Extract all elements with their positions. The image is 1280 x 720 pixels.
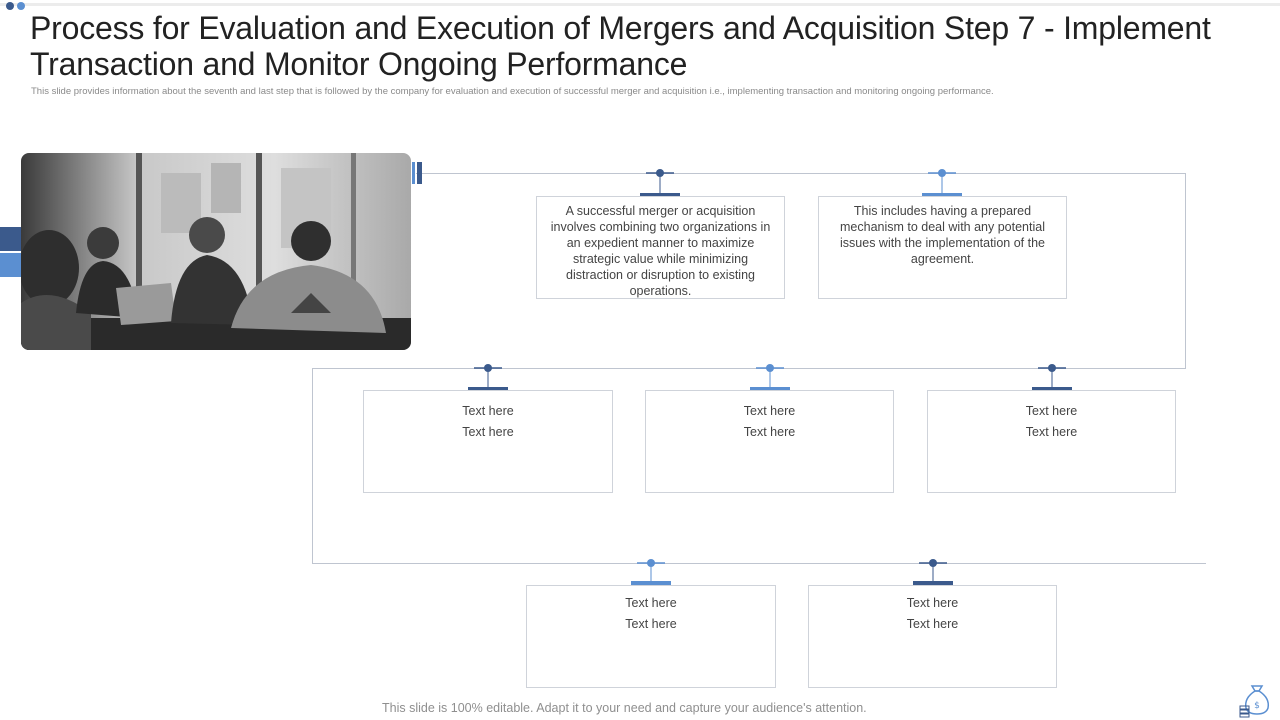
money-bag-icon: $ [1239,685,1270,718]
node-marker-2 [922,169,962,199]
header-dot-light [17,2,25,10]
text-box-6-line1: Text here [625,596,677,610]
node-marker-4 [750,364,790,393]
connector-middle [312,368,1186,369]
svg-text:$: $ [1254,701,1260,711]
node-marker-3 [468,364,508,393]
line-cap-dark [417,162,422,184]
text-box-7-line2: Text here [906,616,959,631]
connector-right [1185,173,1186,369]
text-box-2-text: This includes having a prepared mechanis… [840,204,1045,266]
slide-subtitle: This slide provides information about th… [31,86,994,97]
text-box-4-line2: Text here [743,424,796,439]
side-accent-light [0,253,22,277]
node-marker-1 [640,169,680,199]
text-box-1-text: A successful merger or acquisition invol… [550,204,771,298]
text-box-6[interactable]: Text here Text here [526,585,776,688]
text-box-3-line1: Text here [462,404,514,418]
text-box-6-line2: Text here [625,616,677,631]
top-rule [0,3,1280,6]
slide-title: Process for Evaluation and Execution of … [30,10,1211,82]
connector-bottom [312,563,1206,564]
node-marker-5 [1032,364,1072,393]
connector-left [312,368,313,564]
connector-top [416,173,1186,174]
text-box-7[interactable]: Text here Text here [808,585,1057,688]
team-meeting-photo [21,153,411,350]
text-box-2[interactable]: This includes having a prepared mechanis… [818,196,1067,299]
text-box-4-line1: Text here [743,404,796,418]
text-box-3[interactable]: Text here Text here [363,390,613,493]
text-box-4[interactable]: Text here Text here [645,390,894,493]
text-box-1[interactable]: A successful merger or acquisition invol… [536,196,785,299]
text-box-7-line1: Text here [906,596,959,610]
text-box-5-line2: Text here [1025,424,1078,439]
line-cap-light [412,162,415,184]
side-accent-dark [0,227,22,251]
text-box-5-line1: Text here [1025,404,1078,418]
node-marker-6 [631,559,671,587]
text-box-3-line2: Text here [462,424,514,439]
header-dot-dark [6,2,14,10]
text-box-5[interactable]: Text here Text here [927,390,1176,493]
node-marker-7 [913,559,953,587]
footer-note: This slide is 100% editable. Adapt it to… [382,701,867,715]
